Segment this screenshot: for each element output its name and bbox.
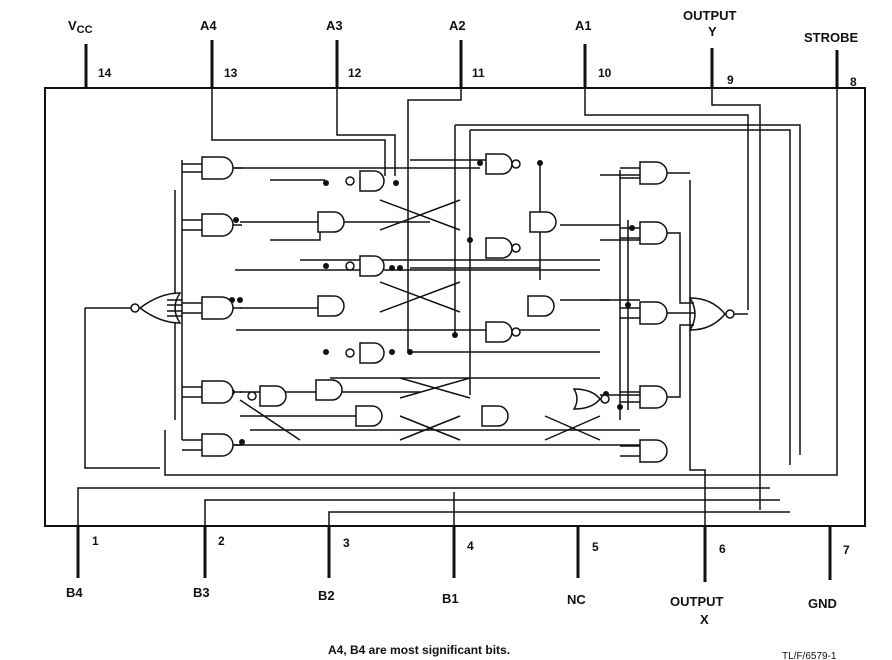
pin-11-label: A2 [449,18,466,33]
gates [130,153,735,463]
pin-9-label-line2: Y [708,24,717,39]
pin-7-label: GND [808,596,837,611]
pin-1-number: 1 [92,534,99,548]
wiring [77,88,838,526]
pin-6-label-line1: OUTPUT [670,594,724,609]
pin-9-label-line1: OUTPUT [683,8,737,23]
pin-2-label: B3 [193,585,210,600]
caption: A4, B4 are most significant bits. [328,643,510,657]
pin-2-number: 2 [218,534,225,548]
junction-dots [229,160,635,445]
pin-10-label: A1 [575,18,592,33]
pin-6-number: 6 [719,542,726,556]
pin-4-label: B1 [442,591,459,606]
pin-13-label: A4 [200,18,217,33]
pin-12-number: 12 [348,66,362,80]
pin-11-number: 11 [472,66,485,80]
pin-5-number: 5 [592,540,599,554]
pin-14-label: VCC [68,18,93,36]
pin-10-number: 10 [598,66,612,80]
gate-stubs [167,163,695,457]
pin-8-label: STROBE [804,30,859,45]
pin-6-label-line2: X [700,612,709,627]
pin-12-label: A3 [326,18,343,33]
top-pins [84,40,839,88]
pin-7-number: 7 [843,543,850,557]
pin-13-number: 13 [224,66,238,80]
pin-8-number: 8 [850,75,857,89]
pin-5-label: NC [567,592,586,607]
pin-9-number: 9 [727,73,734,87]
pin-4-number: 4 [467,539,474,553]
figure-reference: TL/F/6579-1 [782,651,837,660]
bottom-pins [76,526,832,582]
pin-3-number: 3 [343,536,350,550]
pin-14-number: 14 [98,66,112,80]
pin-3-label: B2 [318,588,335,603]
pin-1-label: B4 [66,585,83,600]
